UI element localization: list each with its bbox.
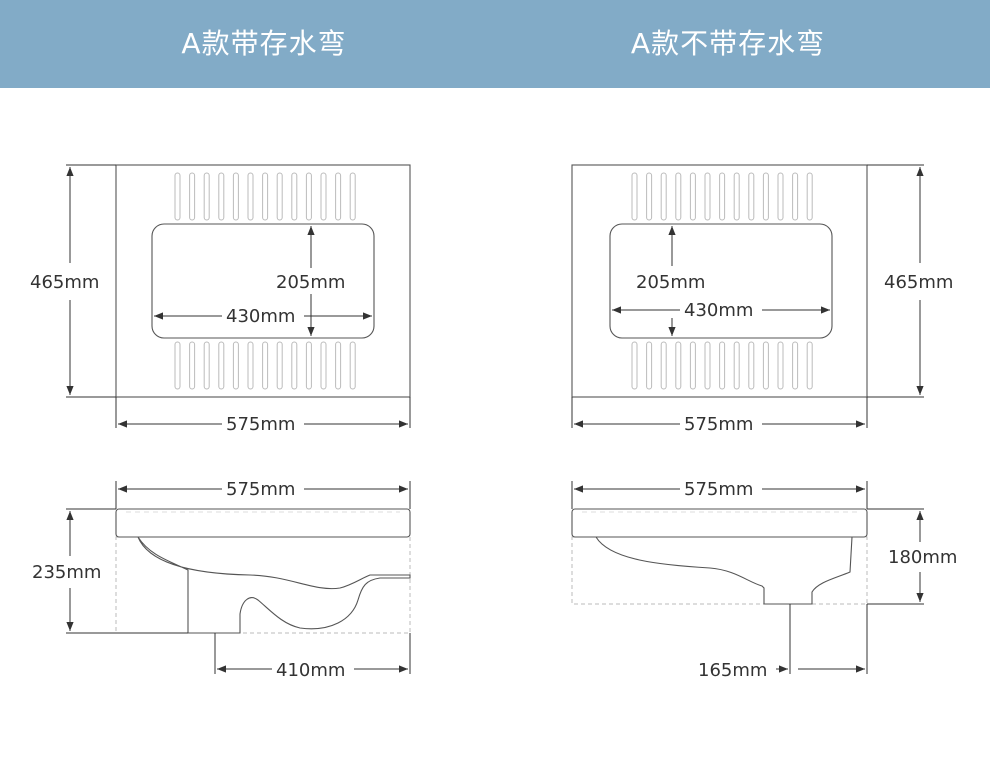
left-top-height-label: 465mm — [30, 272, 99, 293]
groove — [733, 172, 740, 221]
groove — [689, 172, 696, 221]
groove — [675, 341, 682, 390]
groove — [174, 341, 181, 390]
groove — [276, 341, 283, 390]
right-bowl-body — [595, 536, 853, 605]
groove — [291, 341, 298, 390]
groove — [660, 341, 667, 390]
groove — [189, 341, 196, 390]
groove — [203, 172, 210, 221]
left-title: A款带存水弯 — [181, 27, 347, 60]
groove — [777, 172, 784, 221]
right-top-height-label: 465mm — [884, 272, 953, 293]
left-top-width-label: 575mm — [226, 414, 295, 435]
groove — [777, 341, 784, 390]
groove — [305, 172, 312, 221]
groove — [349, 341, 356, 390]
groove — [335, 341, 342, 390]
groove — [719, 341, 726, 390]
groove — [762, 341, 769, 390]
groove — [660, 172, 667, 221]
left-trap-body — [137, 536, 411, 634]
groove — [689, 341, 696, 390]
groove — [189, 172, 196, 221]
right-top-slots — [631, 172, 813, 221]
right-side-rim — [571, 508, 868, 538]
groove — [276, 172, 283, 221]
groove — [806, 341, 813, 390]
right-bowl-height-label: 205mm — [636, 272, 705, 293]
right-side-height-label: 180mm — [888, 547, 957, 568]
left-side-width-label: 575mm — [226, 479, 295, 500]
groove — [704, 341, 711, 390]
groove — [719, 172, 726, 221]
groove — [218, 172, 225, 221]
groove — [792, 341, 799, 390]
right-title: A款不带存水弯 — [630, 27, 826, 60]
groove — [320, 172, 327, 221]
groove — [232, 341, 239, 390]
right-side-width-label: 575mm — [684, 479, 753, 500]
groove — [262, 172, 269, 221]
left-bowl-height-label: 205mm — [276, 272, 345, 293]
groove — [704, 172, 711, 221]
groove — [262, 341, 269, 390]
groove — [748, 341, 755, 390]
groove — [320, 341, 327, 390]
right-outlet-distance-label: 165mm — [698, 660, 767, 681]
left-bowl-opening — [151, 223, 375, 339]
groove — [675, 172, 682, 221]
groove — [631, 341, 638, 390]
groove — [247, 172, 254, 221]
groove — [646, 341, 653, 390]
groove — [203, 341, 210, 390]
groove — [748, 172, 755, 221]
right-bottom-slots — [631, 341, 813, 390]
groove — [335, 172, 342, 221]
right-top-width-label: 575mm — [684, 414, 753, 435]
left-side-height-label: 235mm — [32, 562, 101, 583]
left-top-slots — [174, 172, 356, 221]
groove — [646, 172, 653, 221]
groove — [305, 341, 312, 390]
left-side-rim — [115, 508, 411, 538]
right-top-view: 465mm 205mm 430mm 575mm — [571, 164, 953, 435]
right-bowl-width-label: 430mm — [684, 300, 753, 321]
groove — [218, 341, 225, 390]
left-bottom-slots — [174, 341, 356, 390]
groove — [247, 341, 254, 390]
groove — [733, 341, 740, 390]
left-top-view: 465mm 205mm 430mm 575mm — [30, 164, 411, 435]
left-outlet-distance-label: 410mm — [276, 660, 345, 681]
groove — [792, 172, 799, 221]
groove — [631, 172, 638, 221]
left-side-view: 575mm 235mm 410mm — [32, 479, 411, 681]
groove — [762, 172, 769, 221]
left-bowl-width-label: 430mm — [226, 306, 295, 327]
header-bar: A款带存水弯 A款不带存水弯 — [0, 0, 990, 88]
right-side-view: 575mm 180mm 165mm — [571, 479, 957, 681]
groove — [806, 172, 813, 221]
groove — [291, 172, 298, 221]
groove — [349, 172, 356, 221]
groove — [232, 172, 239, 221]
groove — [174, 172, 181, 221]
